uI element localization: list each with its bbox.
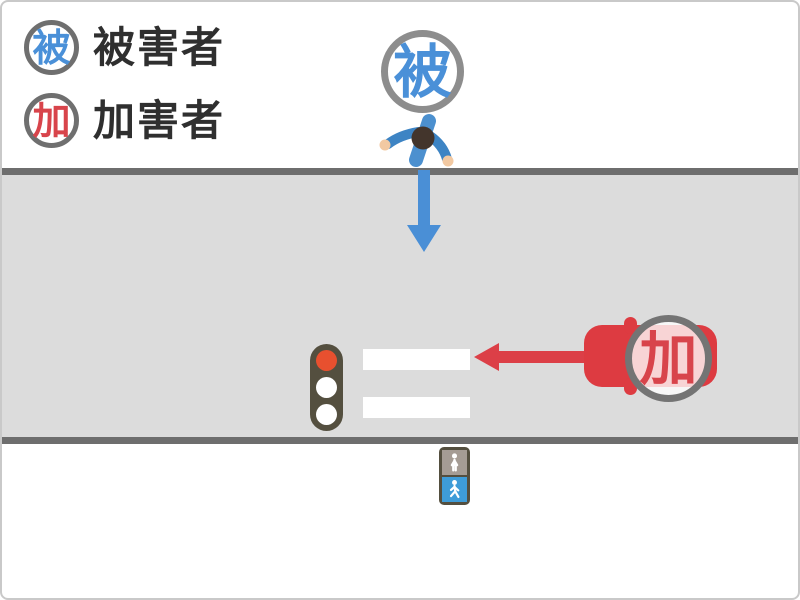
lamp-off-icon bbox=[316, 377, 337, 398]
lamp-off-icon bbox=[316, 404, 337, 425]
legend-row-victim: 被 被害者 bbox=[24, 20, 225, 75]
standing-person-icon bbox=[450, 453, 459, 472]
legend-offender-badge: 加 bbox=[24, 93, 79, 148]
car-mirror-icon bbox=[624, 317, 637, 334]
crosswalk-stripe bbox=[363, 349, 470, 370]
legend-victim-label: 被害者 bbox=[93, 22, 226, 72]
road bbox=[2, 168, 798, 598]
vehicle-traffic-light bbox=[310, 344, 343, 431]
walking-person-icon bbox=[449, 480, 460, 499]
offender-badge: 加 bbox=[625, 315, 712, 402]
victim-badge: 被 bbox=[381, 30, 464, 113]
red-lamp-lit-icon bbox=[316, 350, 337, 371]
crosswalk-stripe bbox=[363, 589, 470, 598]
crosswalk-stripe bbox=[363, 541, 470, 562]
dont-walk-lamp-off-icon bbox=[442, 449, 467, 475]
legend-offender-label: 加害者 bbox=[93, 95, 226, 145]
legend-victim-badge: 被 bbox=[24, 20, 79, 75]
pedestrian-signal bbox=[439, 447, 470, 505]
walk-lamp-lit-icon bbox=[442, 477, 467, 503]
crosswalk-stripe bbox=[363, 397, 470, 418]
legend-row-offender: 加 加害者 bbox=[24, 93, 225, 148]
